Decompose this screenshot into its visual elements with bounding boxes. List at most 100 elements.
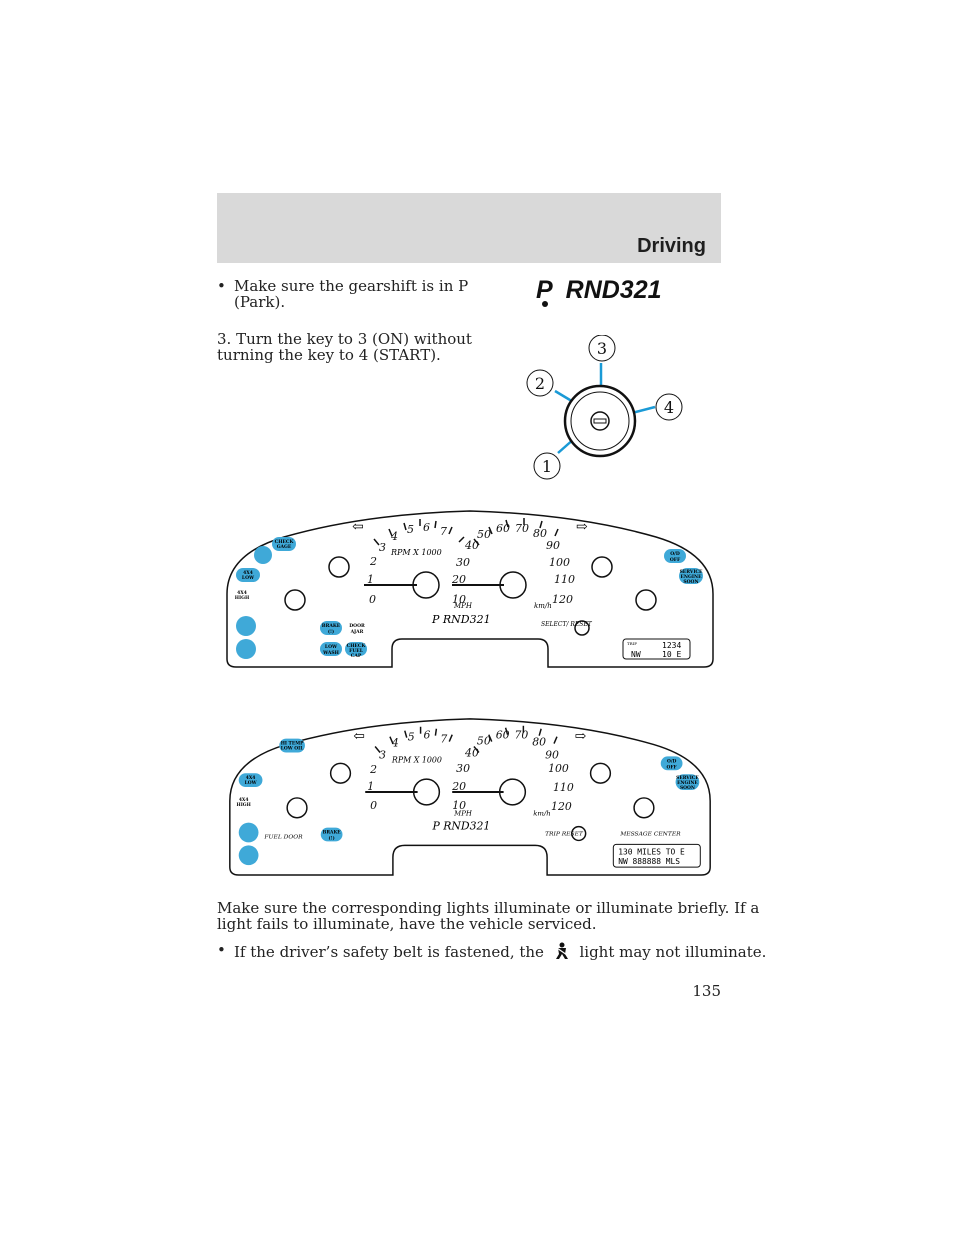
seatbelt-icon <box>555 942 568 959</box>
svg-text:4X4: 4X4 <box>246 776 256 781</box>
svg-text:60: 60 <box>496 522 510 535</box>
svg-text:40: 40 <box>464 539 479 552</box>
step-3-line-2: turning the key to 4 (START). <box>217 346 441 364</box>
svg-text:CAP: CAP <box>351 653 362 659</box>
message-center-label: MESSAGE CENTER <box>619 830 681 837</box>
svg-text:5: 5 <box>407 523 414 536</box>
seatbelt-bullet-post: light may not illuminate. <box>579 943 767 961</box>
section-header-band: Driving <box>217 193 721 263</box>
svg-text:7: 7 <box>440 525 447 538</box>
svg-text:2: 2 <box>369 763 377 776</box>
check-fuel-cap-light: CHECK <box>347 643 367 649</box>
4x4-low-light: 4X4 <box>243 570 253 576</box>
gearshift-bullet: • Make sure the gearshift is in P (Park)… <box>217 278 477 312</box>
right-turn-icon: ⇨ <box>576 519 588 535</box>
svg-text:BRAKE: BRAKE <box>323 831 342 836</box>
svg-text:LOW OIL: LOW OIL <box>281 747 304 752</box>
svg-text:20: 20 <box>451 780 466 793</box>
svg-text:60: 60 <box>496 729 510 742</box>
svg-text:HIGH: HIGH <box>235 595 250 601</box>
svg-text:(!): (!) <box>329 836 335 841</box>
svg-text:LOW: LOW <box>245 781 258 786</box>
seatbelt-bullet-pre: If the driver’s safety belt is fastened,… <box>234 943 544 961</box>
airbag-light-icon-2 <box>238 845 259 866</box>
instructions-line-2: light fails to illuminate, have the vehi… <box>217 915 597 933</box>
svg-text:SOON: SOON <box>683 579 698 585</box>
left-turn-icon: ⇦ <box>352 519 364 535</box>
cluster-2-gear: P RND321 <box>431 820 490 833</box>
svg-text:20: 20 <box>451 573 466 586</box>
page-number: 135 <box>692 982 721 1000</box>
svg-text:3: 3 <box>379 748 386 761</box>
svg-text:0: 0 <box>369 593 376 606</box>
svg-text:10: 10 <box>452 799 466 812</box>
abs-light-icon <box>236 616 256 636</box>
svg-text:120: 120 <box>551 800 572 813</box>
position-4-line <box>631 405 656 415</box>
svg-text:4X4: 4X4 <box>239 798 249 803</box>
airbag-light-icon <box>236 639 256 659</box>
svg-text:100: 100 <box>549 556 570 569</box>
svg-text:1: 1 <box>367 780 374 793</box>
tach-label: RPM X 1000 <box>390 548 442 557</box>
svg-text:ENGINE: ENGINE <box>677 781 698 786</box>
trip-label: TRIP <box>627 641 637 646</box>
fuel-door-label: FUEL DOOR <box>263 833 303 840</box>
svg-text:100: 100 <box>548 762 569 775</box>
abs-light-icon-2 <box>238 822 259 843</box>
4x4-high-light: 4X4 <box>237 590 247 596</box>
left-turn-icon-2: ⇦ <box>353 729 365 745</box>
svg-text:AJAR: AJAR <box>350 629 364 635</box>
temp-value: 10 E <box>662 650 681 659</box>
position-1-label: 1 <box>542 457 552 476</box>
trip-display <box>622 638 691 660</box>
mph-label: MPH <box>453 602 473 610</box>
svg-text:4: 4 <box>390 530 398 543</box>
od-off-light: O/D <box>670 551 680 557</box>
svg-text:40: 40 <box>464 746 479 759</box>
position-4-label: 4 <box>664 398 674 417</box>
seatbelt-light-icon <box>254 546 272 564</box>
svg-text:HIGH: HIGH <box>237 803 251 808</box>
svg-text:70: 70 <box>514 729 528 742</box>
svg-text:80: 80 <box>532 736 546 749</box>
message-line-1: 130 MILES TO E <box>618 847 685 856</box>
section-title: Driving <box>637 235 706 257</box>
trip-value: 1234 <box>662 641 681 650</box>
svg-text:30: 30 <box>456 762 470 775</box>
svg-text:7: 7 <box>440 733 447 746</box>
svg-text:OFF: OFF <box>667 765 678 770</box>
svg-text:GAGE: GAGE <box>277 544 292 550</box>
compass-value: NW <box>631 650 641 659</box>
svg-text:0: 0 <box>370 799 377 812</box>
seatbelt-bullet-text: If the driver’s safety belt is fastened,… <box>234 942 766 961</box>
svg-text:SOON: SOON <box>680 786 695 791</box>
gear-indicator-label: P RND321 <box>536 276 662 304</box>
svg-text:70: 70 <box>515 522 529 535</box>
svg-text:WASH: WASH <box>322 650 340 656</box>
kmh-label-2: km/h <box>533 810 551 818</box>
svg-text:90: 90 <box>545 748 559 761</box>
seatbelt-bullet: • If the driver’s safety belt is fastene… <box>217 942 766 962</box>
kmh-label: km/h <box>534 602 552 610</box>
svg-text:50: 50 <box>477 528 491 541</box>
check-gage-light: CHECK <box>275 539 295 545</box>
svg-text:(!): (!) <box>328 628 334 635</box>
svg-text:110: 110 <box>553 781 574 794</box>
gearshift-bullet-line-1: Make sure the gearshift is in P <box>234 277 469 295</box>
bullet-dot: • <box>217 277 226 295</box>
position-3-label: 3 <box>597 339 607 358</box>
brake-light: BRAKE <box>322 623 341 629</box>
svg-text:SERVICE: SERVICE <box>676 776 699 781</box>
mph-label-2: MPH <box>453 810 473 818</box>
svg-text:120: 120 <box>552 593 573 606</box>
select-reset-label: SELECT/ RESET <box>541 621 593 628</box>
position-2-label: 2 <box>535 374 545 393</box>
instructions-line-1: Make sure the corresponding lights illum… <box>217 899 760 917</box>
svg-text:110: 110 <box>554 573 575 586</box>
message-center-display <box>612 843 701 868</box>
svg-text:2: 2 <box>369 555 377 568</box>
tach-label-2: RPM X 1000 <box>391 755 442 764</box>
